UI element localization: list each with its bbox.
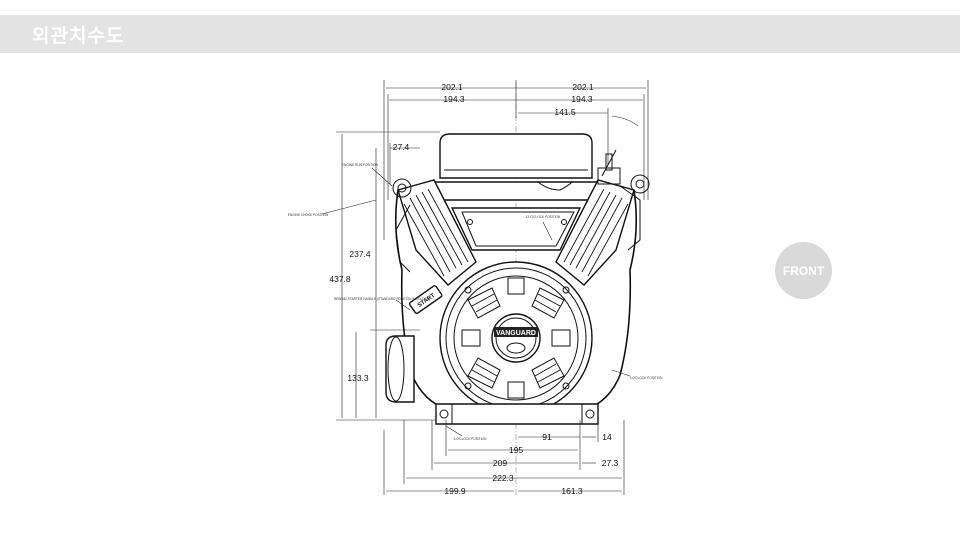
dim-bottom-left: 199.9 [444, 486, 466, 496]
dim-lower-height: 133.3 [347, 373, 369, 383]
callout-dipstick: ENGINE RUN POSITION [342, 163, 379, 167]
dim-bottom-right: 161.3 [561, 486, 583, 496]
page-title: 외관치수도 [32, 25, 125, 47]
dim-top-right-inner: 194.3 [571, 94, 593, 104]
dim-mount-right-small: 14 [602, 432, 612, 442]
callout-right-side: 3 O'CLOCK POSITION [630, 376, 664, 380]
callout-bottom: 6 O'CLOCK POSITION [454, 437, 488, 441]
callout-choke: ENGINE CHOKE POSITION [288, 213, 329, 217]
dim-plug-offset: 27.4 [393, 142, 410, 152]
dim-base-width: 222.3 [492, 473, 514, 483]
dim-upper-height: 237.4 [349, 249, 371, 259]
dim-mount-right-27: 27.3 [602, 458, 619, 468]
dim-mount-width-195: 195 [509, 445, 523, 455]
title-bar: 외관치수도 [0, 15, 960, 53]
engine-logo-text: VANGUARD [496, 330, 536, 337]
dim-total-height: 437.8 [329, 274, 351, 284]
front-badge: FRONT [775, 242, 832, 299]
callout-rewind: REWIND STARTER HANDLE (STANDARD POSITION… [334, 297, 430, 301]
dim-mount-width-209: 209 [493, 458, 507, 468]
callout-oil-fill-top: 12 O'CLOCK POSITION [526, 215, 561, 219]
dim-mount-right-half: 91 [542, 432, 552, 442]
dim-top-left-width: 202.1 [441, 82, 463, 92]
dim-top-left-inner: 194.3 [443, 94, 465, 104]
dim-top-right-width: 202.1 [572, 82, 594, 92]
dim-offset-right: 141.5 [554, 107, 576, 117]
front-badge-label: FRONT [782, 263, 825, 278]
